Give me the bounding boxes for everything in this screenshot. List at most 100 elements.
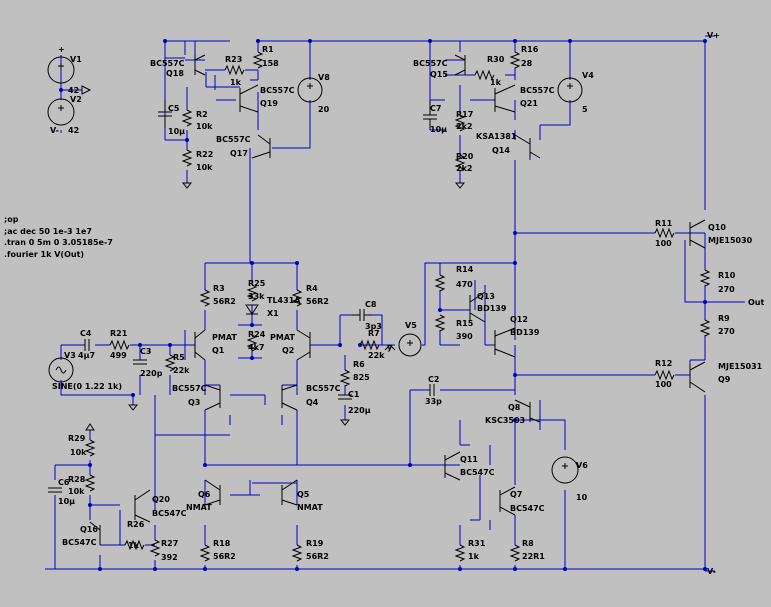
resistor-r1-symbol [252, 51, 264, 69]
label-r17-value: 2k2 [456, 122, 472, 131]
label-r31-name: R31 [468, 539, 486, 548]
label-c1-name: C1 [348, 390, 360, 399]
source-v6-symbol [551, 456, 579, 484]
transistor-q1-symbol [194, 329, 206, 361]
resistor-r16-symbol [509, 51, 521, 69]
label-q7-model: BC547C [510, 504, 545, 513]
label-r26-value: 1k [128, 541, 140, 550]
label-r30-value: 1k [490, 78, 502, 87]
label-v3-name: V3 [64, 351, 76, 360]
label-r25-name: R25 [248, 279, 266, 288]
rail-label-vminus: V- [707, 567, 716, 576]
rail-label-vplus: V+ [707, 31, 720, 40]
label-q21-model: BC557C [520, 86, 555, 95]
ground-symbol [127, 404, 139, 411]
label-r18-name: R18 [213, 539, 231, 548]
label-q2-model: PMAT [270, 333, 295, 342]
label-q4-model: BC557C [306, 384, 341, 393]
resistor-r5-symbol [164, 354, 176, 372]
label-c2-name: C2 [428, 375, 439, 384]
transistor-q9-symbol [689, 361, 706, 393]
transistor-q14-symbol [514, 134, 541, 159]
components [47, 51, 711, 562]
label-q10-model: MJE15030 [708, 236, 753, 245]
resistor-r15-symbol [434, 314, 446, 332]
transistor-q13-symbol [469, 291, 486, 323]
node-label-y: y [387, 343, 393, 352]
label-r26-name: R26 [127, 520, 145, 529]
label-q17-model: BC557C [216, 135, 251, 144]
label-r3-name: R3 [213, 284, 225, 293]
label-x1-model: TL431A [267, 296, 301, 305]
directive-fourier: .fourier 1k V(Out) [4, 250, 84, 259]
label-q10-name: Q10 [708, 223, 726, 232]
capacitor-c2-symbol [429, 384, 435, 396]
label-r21-name: R21 [110, 329, 128, 338]
label-r22-value: 10k [196, 163, 213, 172]
transistor-q5-symbol [281, 479, 298, 506]
transistor-q16-symbol [89, 521, 101, 545]
label-r16-value: 28 [521, 59, 533, 68]
label-r19-name: R19 [306, 539, 324, 548]
label-r28-value: 10k [68, 487, 85, 496]
label-r5-value: 22k [173, 366, 190, 375]
label-r27-name: R27 [161, 539, 178, 548]
label-q20-model: BC547C [152, 509, 187, 518]
label-r22-name: R22 [196, 150, 213, 159]
label-r17-name: R17 [456, 110, 473, 119]
resistor-r2-symbol [181, 109, 193, 127]
label-r25-value: 33k [248, 292, 265, 301]
resistor-r3-symbol [199, 289, 211, 307]
label-v3-value: SINE(0 1.22 1k) [52, 382, 122, 391]
label-v4-name: V4 [582, 71, 594, 80]
label-r23-name: R23 [225, 55, 242, 64]
label-vplus-pin: + [58, 45, 65, 54]
label-c5-name: C5 [168, 104, 180, 113]
resistor-r18-symbol [199, 544, 211, 562]
source-v8-symbol [297, 77, 323, 103]
label-q8-name: Q8 [508, 403, 521, 412]
label-r6-value: 825 [353, 373, 370, 382]
resistor-r28-symbol [84, 474, 96, 492]
label-r29-name: R29 [68, 434, 86, 443]
label-v8-name: V8 [318, 73, 330, 82]
label-v6-value: 10 [576, 493, 588, 502]
label-r16-name: R16 [521, 45, 539, 54]
label-q6-model: NMAT [186, 503, 212, 512]
resistor-r9-symbol [699, 319, 711, 337]
label-q16-name: Q16 [80, 525, 98, 534]
label-r18-value: 56R2 [213, 552, 236, 561]
resistor-r12-symbol [654, 369, 675, 381]
label-q5-model: NMAT [297, 503, 323, 512]
capacitor-c5-symbol [158, 100, 172, 128]
ground-symbol [181, 182, 193, 189]
transistor-q2-symbol [296, 329, 311, 361]
label-r11-value: 100 [655, 239, 672, 248]
resistor-r17-symbol [454, 114, 466, 132]
label-r8-value: 22R1 [522, 552, 545, 561]
label-r15-name: R15 [456, 319, 474, 328]
transistor-q8-symbol [514, 399, 541, 423]
label-c3-name: C3 [140, 347, 151, 356]
label-q12-name: Q12 [510, 315, 528, 324]
label-r15-value: 390 [456, 332, 473, 341]
transistor-q19-symbol [239, 84, 259, 113]
resistor-r6-symbol [339, 369, 351, 387]
label-r12-name: R12 [655, 359, 672, 368]
label-q9-name: Q9 [718, 375, 731, 384]
label-c4-name: C4 [80, 329, 92, 338]
label-v2-name: V2 [70, 95, 82, 104]
label-c2-value: 33p [425, 397, 442, 406]
resistor-r10-symbol [699, 269, 711, 287]
label-c8-value: 3p3 [365, 322, 382, 331]
label-r8-name: R8 [522, 539, 534, 548]
label-r21-value: 499 [110, 351, 127, 360]
directive-tran: .tran 0 5m 0 3.05185e-7 [4, 238, 113, 247]
resistor-r29-symbol [84, 439, 96, 457]
capacitor-c3-symbol [133, 359, 147, 365]
junctions [59, 39, 707, 571]
label-q3-name: Q3 [188, 398, 200, 407]
source-v5-symbol [398, 333, 422, 357]
label-r11-name: R11 [655, 219, 673, 228]
node-y-marker [384, 344, 396, 351]
